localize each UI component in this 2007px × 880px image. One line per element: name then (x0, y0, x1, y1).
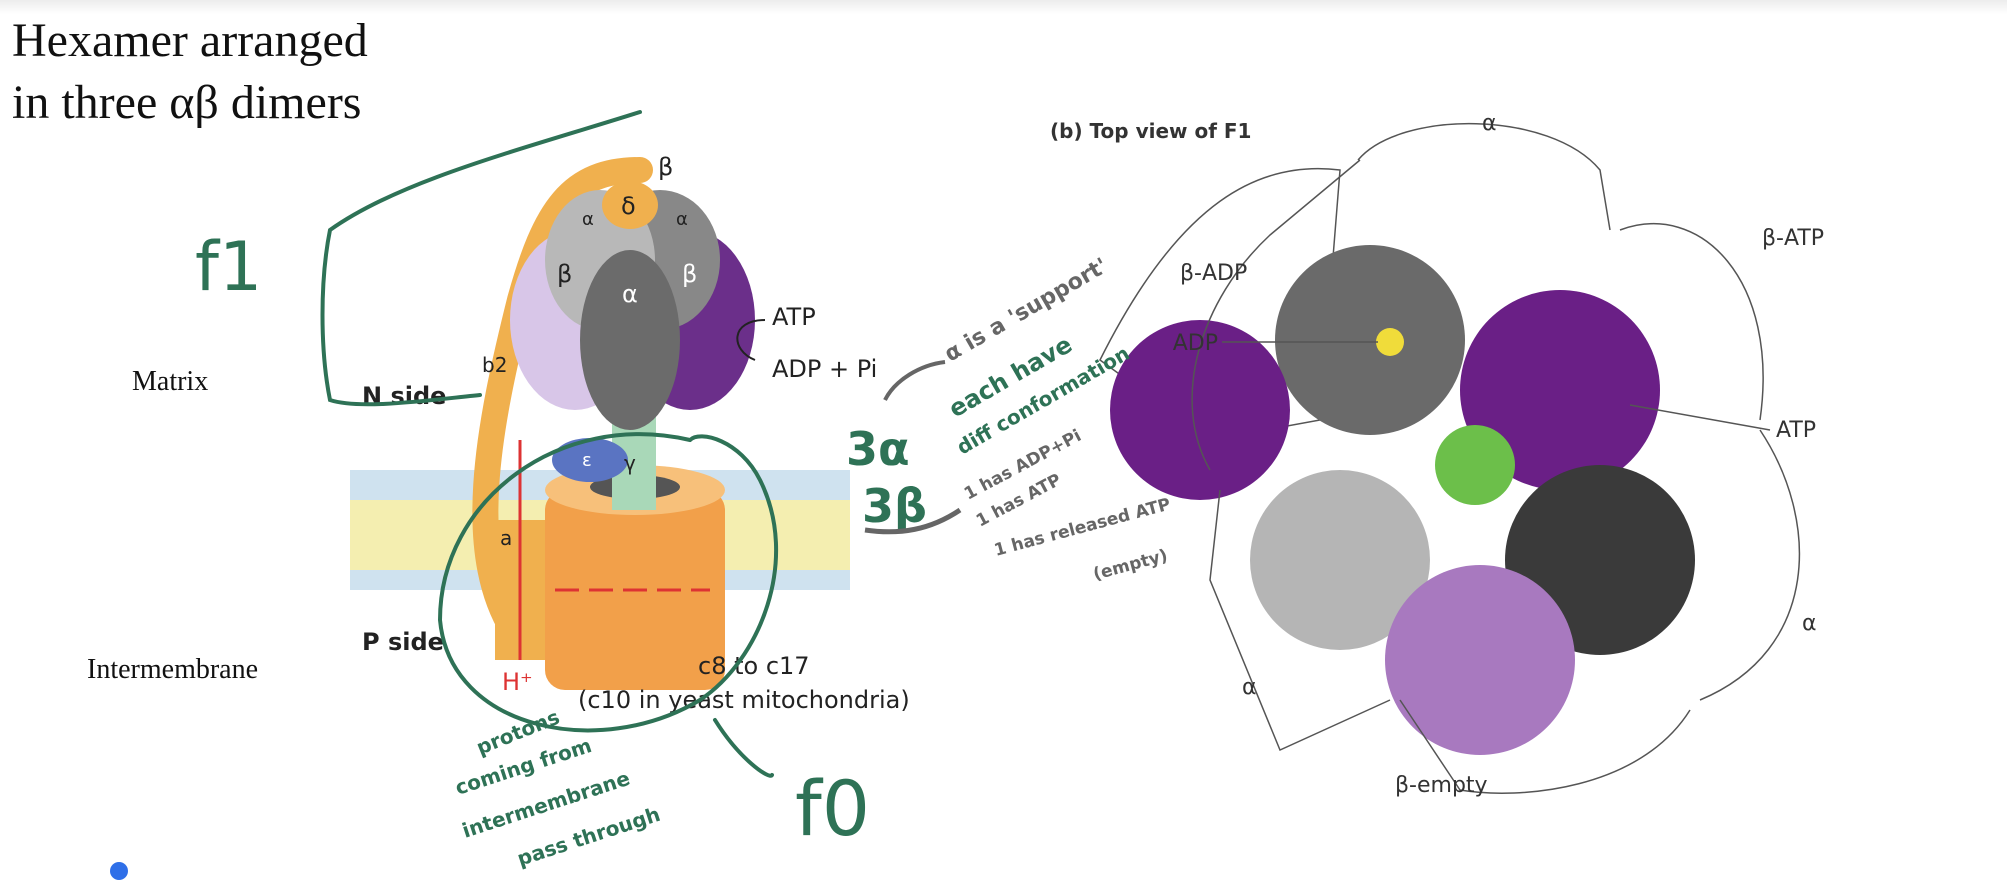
beta-empty-domain (1385, 565, 1575, 755)
f0-circle (437, 432, 779, 733)
label-alpha-left-fig: α (1242, 675, 1257, 700)
matrix-label: Matrix (132, 366, 209, 397)
label-gamma: γ (624, 451, 636, 475)
adp-molecule (1376, 328, 1404, 356)
intermembrane-label: Intermembrane (87, 654, 259, 685)
gamma-subunit-center (1435, 425, 1515, 505)
label-beta-left: β (557, 260, 572, 288)
alpha-note-arrow (883, 360, 946, 401)
label-adp-pi: ADP + Pi (772, 355, 877, 383)
f0-pointer (713, 718, 774, 778)
label-delta: δ (621, 192, 636, 220)
beta-adp-domain (1110, 320, 1290, 500)
label-beta-atp: β-ATP (1762, 226, 1824, 251)
page-heading: Hexamer arranged in three αβ dimers (12, 10, 368, 134)
window-top-edge (0, 0, 2007, 14)
label-alpha-left: α (582, 209, 594, 230)
label-adp: ADP (1173, 331, 1218, 356)
label-c-ring-note: (c10 in yeast mitochondria) (578, 686, 910, 714)
label-a: a (500, 526, 512, 550)
alpha-top-domain (1275, 245, 1465, 435)
handwritten-3-alpha: 3α (846, 422, 910, 476)
label-c-ring: c8 to c17 (698, 652, 810, 680)
alpha-center (580, 250, 680, 430)
beta-atp-domain (1460, 290, 1660, 490)
handwritten-beta-state-4: (empty) (1091, 546, 1170, 585)
f1-top-view (1099, 123, 1801, 794)
handwritten-strokes (320, 110, 779, 778)
atp-arrow (736, 319, 766, 361)
label-b2: b2 (482, 353, 507, 377)
label-beta-right: β (682, 260, 697, 288)
label-beta-adp: β-ADP (1180, 261, 1247, 286)
handwritten-3-beta: 3β (862, 479, 927, 533)
alpha-left-domain (1250, 470, 1430, 650)
label-alpha-center: α (622, 280, 638, 308)
label-alpha-right-fig: α (1802, 611, 1817, 636)
epsilon-subunit (552, 438, 628, 482)
label-atp: ATP (772, 303, 816, 331)
handwritten-alpha-support: α is a 'support' (941, 254, 1113, 368)
label-alpha-right: α (676, 209, 688, 230)
label-beta-empty: β-empty (1395, 773, 1488, 798)
heading-line-1: Hexamer arranged (12, 14, 368, 67)
domain-outlines (1191, 123, 1801, 794)
beta-note-arrow (864, 507, 962, 535)
label-h-plus: H⁺ (502, 668, 533, 696)
atp-leader (1629, 404, 1771, 431)
label-atp-right: ATP (1776, 418, 1816, 443)
f1-bracket (320, 110, 642, 407)
handwritten-f1: f1 (195, 228, 262, 307)
cursor-dot (110, 862, 128, 880)
handwritten-f0: f0 (795, 764, 870, 853)
label-epsilon: ε (582, 450, 592, 471)
right-figure-title: (b) Top view of F1 (1050, 119, 1251, 143)
label-beta-top: β (658, 153, 673, 181)
delta-subunit (602, 181, 658, 229)
label-alpha-top: α (1482, 111, 1497, 136)
heading-line-2: in three αβ dimers (12, 76, 362, 129)
label-p-side: P side (362, 628, 444, 656)
